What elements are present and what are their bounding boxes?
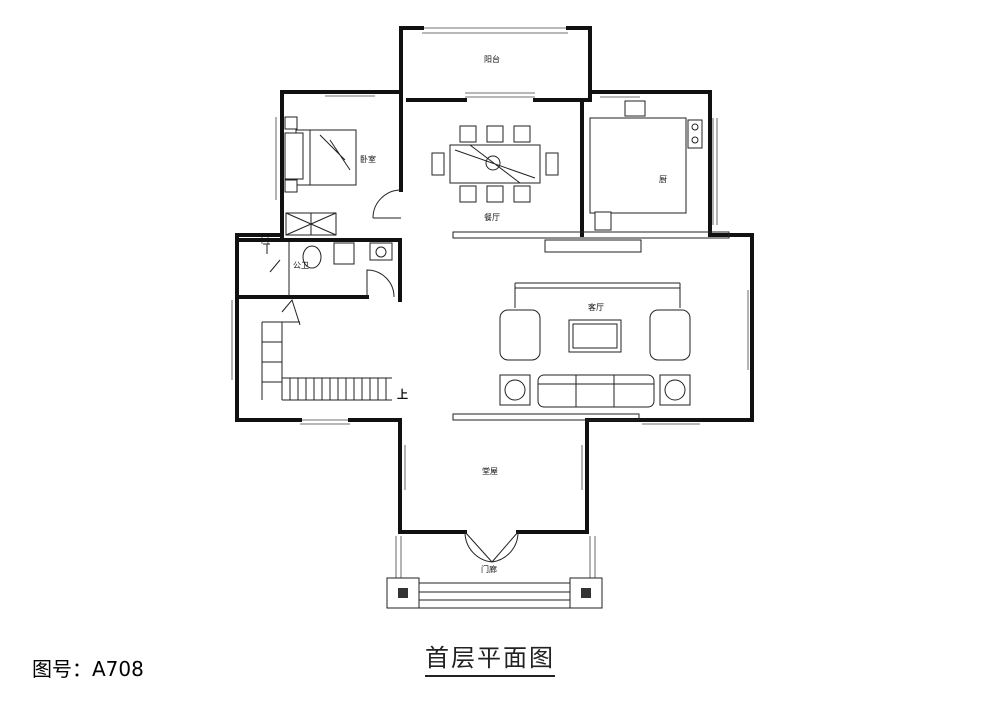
- windows: [231, 27, 754, 582]
- living-furniture: [499, 282, 691, 408]
- dining-chair: [513, 125, 531, 143]
- dining-chair: [486, 125, 504, 143]
- room-label-bedroom: 卧室: [360, 154, 376, 164]
- walls: [235, 26, 754, 534]
- room-label-hall: 堂屋: [482, 466, 498, 476]
- bedroom-furniture: [284, 116, 357, 236]
- porch: [386, 577, 603, 609]
- dining-furniture: [431, 125, 559, 203]
- doors: [366, 189, 519, 563]
- room-label-dining: 餐厅: [484, 213, 500, 222]
- dining-chair: [459, 185, 477, 203]
- drawing-code-label: 图号：A708: [32, 657, 144, 681]
- dining-chair: [513, 185, 531, 203]
- counters: [452, 231, 730, 421]
- stair-up-label: 上: [397, 387, 408, 401]
- kitchen-furniture: [589, 100, 703, 231]
- room-label-kitchen: 厨: [659, 175, 667, 184]
- dining-chair: [459, 125, 477, 143]
- room-label-living: 客厅: [588, 302, 604, 312]
- dining-chair: [486, 185, 504, 203]
- room-label-porch: 门廊: [481, 564, 497, 574]
- room-label-bathroom: 公卫: [293, 261, 309, 270]
- room-label-balcony: 阳台: [484, 54, 500, 64]
- drawing-title: 首层平面图: [425, 638, 555, 677]
- stairs: [261, 298, 392, 401]
- bathroom-fixtures: [263, 242, 393, 296]
